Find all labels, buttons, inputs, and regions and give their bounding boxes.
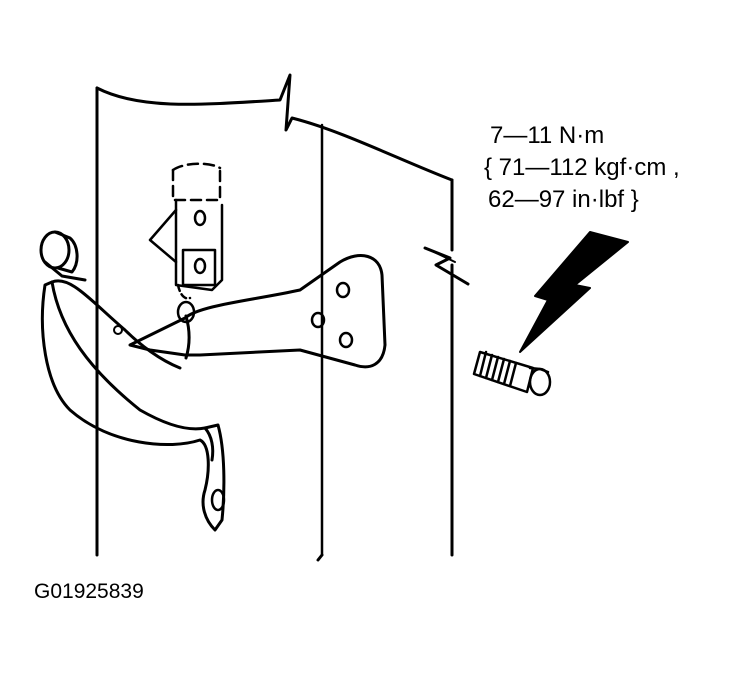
panel-break-mark (423, 246, 470, 286)
arm-pivot-hole (113, 325, 123, 335)
torque-spec-line-1: 7—11 N·m (490, 122, 605, 149)
pointer-arrow (519, 231, 629, 353)
plate-bolt-hole (310, 311, 326, 329)
check-link-plate (128, 254, 387, 369)
link-pin (176, 300, 196, 324)
arm-slot (210, 488, 226, 512)
arm-stop-knob (39, 230, 87, 282)
figure-id: G01925839 (34, 580, 144, 603)
torque-spec-line-3: 62—97 in·lbf } (488, 186, 639, 213)
hinge-bracket (148, 162, 224, 300)
torque-spec-line-2: { 71—112 kgf·cm , (484, 154, 680, 181)
check-link-arm (40, 279, 226, 532)
hinge-bolt-hole (193, 257, 207, 275)
bolt (472, 350, 552, 397)
plate-bolt-hole (338, 331, 354, 349)
hinge-bolt-hole (193, 209, 207, 227)
plate-bolt-hole (335, 281, 351, 299)
body-pillar-panel (95, 73, 454, 562)
